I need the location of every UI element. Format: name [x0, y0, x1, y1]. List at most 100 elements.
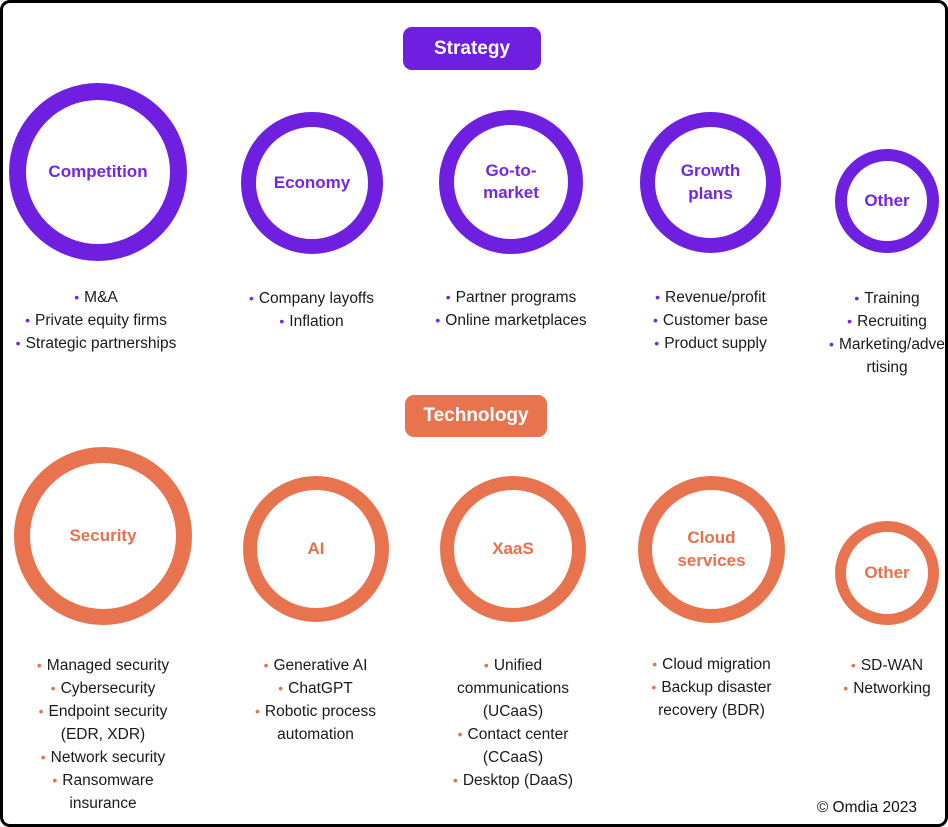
- competition-circle-label: Competition: [48, 161, 148, 181]
- economy-circle: Economy: [241, 112, 383, 254]
- ai-bullet-list: •Generative AI •ChatGPT •Robotic process…: [233, 654, 398, 746]
- list-item-text: Networking: [853, 680, 931, 697]
- list-item: •Unified communications (UCaaS): [433, 654, 593, 723]
- bullet-icon: •: [254, 703, 260, 719]
- technology-section-label: Technology: [423, 405, 529, 426]
- cloud-services-circle-label: Cloud services: [677, 528, 746, 570]
- strategy-section-label: Strategy: [433, 37, 511, 59]
- bullet-icon: •: [445, 289, 451, 305]
- growth-plans-circle-label: Growth plans: [680, 161, 741, 203]
- xaas-bullet-list: •Unified communications (UCaaS) •Contact…: [433, 654, 593, 792]
- list-item-text: Private equity firms: [35, 312, 167, 329]
- list-item: •Managed security: [20, 654, 186, 677]
- bullet-icon: •: [652, 656, 658, 672]
- bullet-icon: •: [36, 657, 42, 673]
- list-item: •Partner programs: [431, 286, 591, 309]
- list-item-text: Endpoint security (EDR, XDR): [48, 703, 168, 743]
- bullet-icon: •: [52, 772, 58, 788]
- list-item: •Customer base: [628, 309, 793, 332]
- list-item-text: Network security: [50, 749, 166, 766]
- list-item-text: Desktop (DaaS): [462, 772, 574, 789]
- list-item-text: Strategic partnerships: [25, 335, 177, 352]
- list-item-text: Revenue/profit: [665, 289, 766, 306]
- list-item-text: Partner programs: [455, 289, 577, 306]
- list-item-text: ChatGPT: [288, 680, 353, 697]
- bullet-icon: •: [74, 289, 80, 305]
- list-item-text: Cybersecurity: [60, 680, 156, 697]
- economy-bullet-list: •Company layoffs •Inflation: [229, 287, 394, 333]
- list-item: •Revenue/profit: [628, 286, 793, 309]
- strategy-other-circle-label: Other: [864, 190, 910, 210]
- growth-plans-circle: Growth plans: [640, 112, 781, 253]
- bullet-icon: •: [263, 657, 269, 673]
- list-item-text: Inflation: [289, 313, 344, 330]
- bullet-icon: •: [50, 680, 56, 696]
- list-item: •Cloud migration: [629, 653, 794, 676]
- list-item: •Inflation: [229, 310, 394, 333]
- list-item-text: Recruiting: [857, 313, 927, 330]
- list-item: •SD-WAN: [827, 654, 945, 677]
- bullet-icon: •: [843, 680, 849, 696]
- bullet-icon: •: [38, 703, 44, 719]
- economy-circle-label: Economy: [273, 172, 351, 192]
- list-item: •M&A: [13, 286, 179, 309]
- list-item: •Contact center (CCaaS): [433, 723, 593, 769]
- list-item-text: Unified communications (UCaaS): [457, 657, 569, 720]
- list-item: •Generative AI: [233, 654, 398, 677]
- growth-plans-bullet-list: •Revenue/profit •Customer base •Product …: [628, 286, 793, 355]
- list-item-text: Generative AI: [273, 657, 368, 674]
- go-to-market-circle: Go-to-market: [439, 110, 583, 254]
- list-item-text: Online marketplaces: [445, 312, 587, 329]
- bullet-icon: •: [25, 312, 31, 328]
- list-item-text: Backup disaster recovery (BDR): [658, 679, 772, 719]
- list-item-text: Contact center (CCaaS): [467, 726, 569, 766]
- list-item: •Recruiting: [827, 310, 945, 333]
- bullet-icon: •: [15, 335, 21, 351]
- technology-other-circle: Other: [835, 521, 939, 625]
- bullet-icon: •: [279, 313, 285, 329]
- list-item: •Marketing/advertising: [827, 333, 945, 379]
- bullet-icon: •: [651, 679, 657, 695]
- list-item: •Desktop (DaaS): [433, 769, 593, 792]
- ai-circle: AI: [243, 476, 389, 622]
- list-item: •Backup disaster recovery (BDR): [629, 676, 794, 722]
- list-item: •Company layoffs: [229, 287, 394, 310]
- bullet-icon: •: [452, 772, 458, 788]
- technology-section-header: Technology: [405, 395, 547, 437]
- list-item: •Endpoint security (EDR, XDR): [20, 700, 186, 746]
- bullet-icon: •: [278, 680, 284, 696]
- bullet-icon: •: [40, 749, 46, 765]
- bullet-icon: •: [829, 336, 834, 352]
- technology-other-bullet-list: •SD-WAN •Networking: [827, 654, 945, 700]
- copyright-text: © Omdia 2023: [816, 799, 917, 816]
- list-item-text: Training: [864, 290, 920, 307]
- list-item-text: Product supply: [664, 335, 767, 352]
- competition-circle: Competition: [9, 83, 187, 261]
- go-to-market-circle-label: Go-to-market: [483, 160, 539, 202]
- technology-other-circle-label: Other: [864, 562, 910, 582]
- bullet-icon: •: [457, 726, 463, 742]
- strategy-other-circle: Other: [835, 149, 939, 253]
- list-item-text: Ransomware insurance: [62, 772, 154, 812]
- xaas-circle: XaaS: [440, 476, 586, 622]
- xaas-circle-label: XaaS: [492, 538, 534, 558]
- bullet-icon: •: [850, 657, 856, 673]
- list-item-text: M&A: [84, 289, 118, 306]
- bullet-icon: •: [652, 312, 658, 328]
- list-item: •Networking: [827, 677, 945, 700]
- list-item-text: Customer base: [662, 312, 768, 329]
- bullet-icon: •: [248, 290, 254, 306]
- bullet-icon: •: [655, 289, 661, 305]
- cloud-services-bullet-list: •Cloud migration •Backup disaster recove…: [629, 653, 794, 722]
- bullet-icon: •: [435, 312, 441, 328]
- list-item-text: Company layoffs: [258, 290, 375, 307]
- list-item: •Network security: [20, 746, 186, 769]
- bullet-icon: •: [483, 657, 489, 673]
- list-item-text: Robotic process automation: [264, 703, 377, 743]
- list-item: •Product supply: [628, 332, 793, 355]
- list-item: •Ransomware insurance: [20, 769, 186, 815]
- strategy-section-header: Strategy: [403, 27, 541, 70]
- security-circle-label: Security: [69, 525, 137, 545]
- bullet-icon: •: [654, 335, 660, 351]
